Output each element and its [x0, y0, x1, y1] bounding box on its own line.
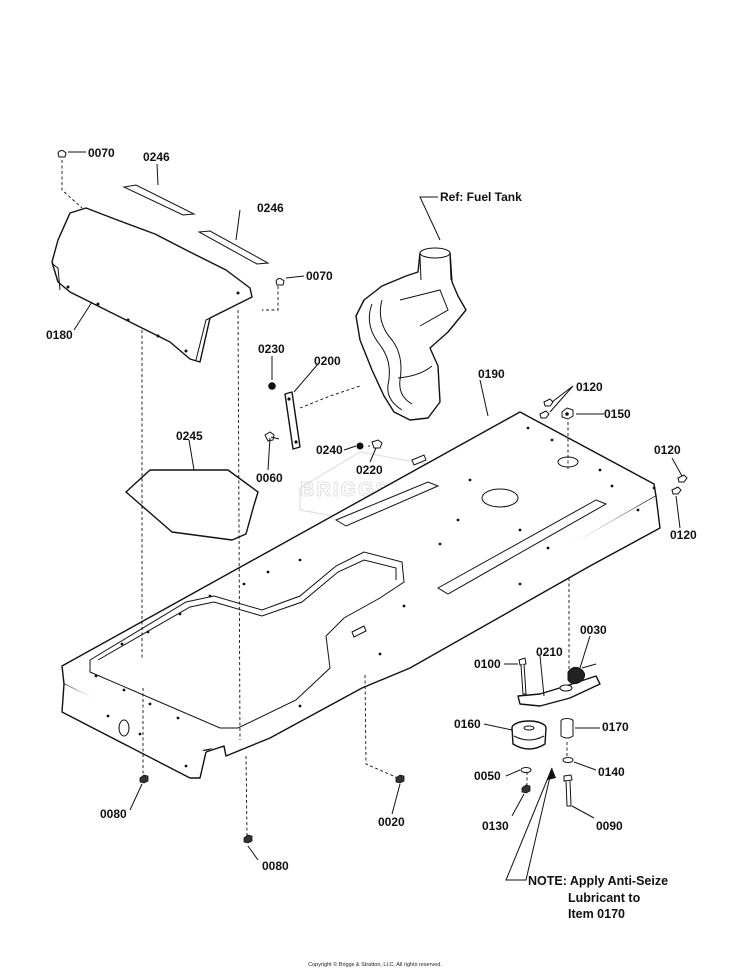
callout-0246-lower: 0246 — [257, 201, 284, 215]
callout-0190: 0190 — [478, 367, 505, 381]
callout-ref-fuel-tank: Ref: Fuel Tank — [440, 190, 522, 204]
callout-0050: 0050 — [474, 769, 501, 783]
nut-0130 — [521, 784, 531, 794]
assembly-lines — [61, 160, 570, 837]
callout-0245: 0245 — [176, 429, 203, 443]
idler-arm-0210 — [517, 675, 601, 707]
frame-0190 — [61, 411, 661, 779]
callout-0030: 0030 — [580, 623, 607, 637]
callout-0130: 0130 — [482, 819, 509, 833]
callout-0230: 0230 — [258, 342, 285, 356]
bolt-0090 — [563, 774, 573, 807]
nut-0230 — [268, 382, 276, 390]
note-line-1: NOTE: Apply Anti-Seize — [528, 874, 668, 888]
callout-0140: 0140 — [598, 765, 625, 779]
nut-0080-left — [139, 774, 149, 784]
callout-0070-top: 0070 — [88, 146, 115, 160]
washer-0050 — [520, 767, 532, 773]
nut-0080-bottom — [243, 834, 253, 844]
screw-0120-right-pair — [671, 474, 688, 495]
bolt-0100 — [518, 657, 527, 695]
callout-0100: 0100 — [474, 657, 501, 671]
callout-0070-right: 0070 — [306, 269, 333, 283]
bolt-0220 — [371, 439, 383, 449]
spacer-0170 — [560, 718, 574, 739]
screw-0070-top — [57, 150, 67, 158]
callout-0120-right-lower: 0120 — [670, 528, 697, 542]
callout-0180: 0180 — [46, 328, 73, 342]
nut-0020 — [395, 774, 405, 784]
washer-0140 — [562, 757, 574, 763]
cover-0180 — [51, 207, 253, 363]
leader-lines — [68, 151, 683, 881]
fuel-tank — [355, 247, 467, 421]
screw-0070-right — [275, 278, 285, 286]
copyright-text: Copyright © Briggs & Stratton, LLC. All … — [308, 962, 442, 968]
callout-0120-upper: 0120 — [576, 380, 603, 394]
callout-0200: 0200 — [314, 354, 341, 368]
callout-0090: 0090 — [596, 819, 623, 833]
callout-0020: 0020 — [378, 815, 405, 829]
callout-0240: 0240 — [316, 443, 343, 457]
bracket-0200 — [284, 391, 301, 450]
callout-0210: 0210 — [536, 645, 563, 659]
callout-0160: 0160 — [454, 717, 481, 731]
strip-0246-lower — [197, 230, 270, 265]
callout-0060: 0060 — [256, 471, 283, 485]
callout-0080-bottom: 0080 — [262, 859, 289, 873]
svg-text:BRIGGS: BRIGGS — [300, 479, 391, 501]
callout-0080-left: 0080 — [100, 807, 127, 821]
callout-0246-upper: 0246 — [143, 150, 170, 164]
note-line-3: Item 0170 — [568, 907, 625, 921]
note-line-2: Lubricant to — [568, 891, 641, 905]
callout-0120-right-upper: 0120 — [654, 443, 681, 457]
note-block: NOTE: Apply Anti-Seize Lubricant to Item… — [528, 874, 668, 921]
nut-0150 — [561, 407, 574, 420]
callout-0220: 0220 — [356, 463, 383, 477]
bolt-0060 — [264, 431, 280, 442]
nut-0240 — [356, 442, 364, 450]
spring-0030 — [567, 663, 597, 685]
callout-0150: 0150 — [604, 407, 631, 421]
screw-0120-upper-pair — [539, 398, 554, 419]
callouts: 0070 0246 0246 0070 0180 0230 0200 0245 … — [46, 146, 697, 873]
pulley-0160 — [511, 720, 547, 750]
mat-0245 — [125, 469, 259, 541]
callout-0170: 0170 — [602, 720, 629, 734]
strip-0246-upper — [122, 184, 196, 216]
